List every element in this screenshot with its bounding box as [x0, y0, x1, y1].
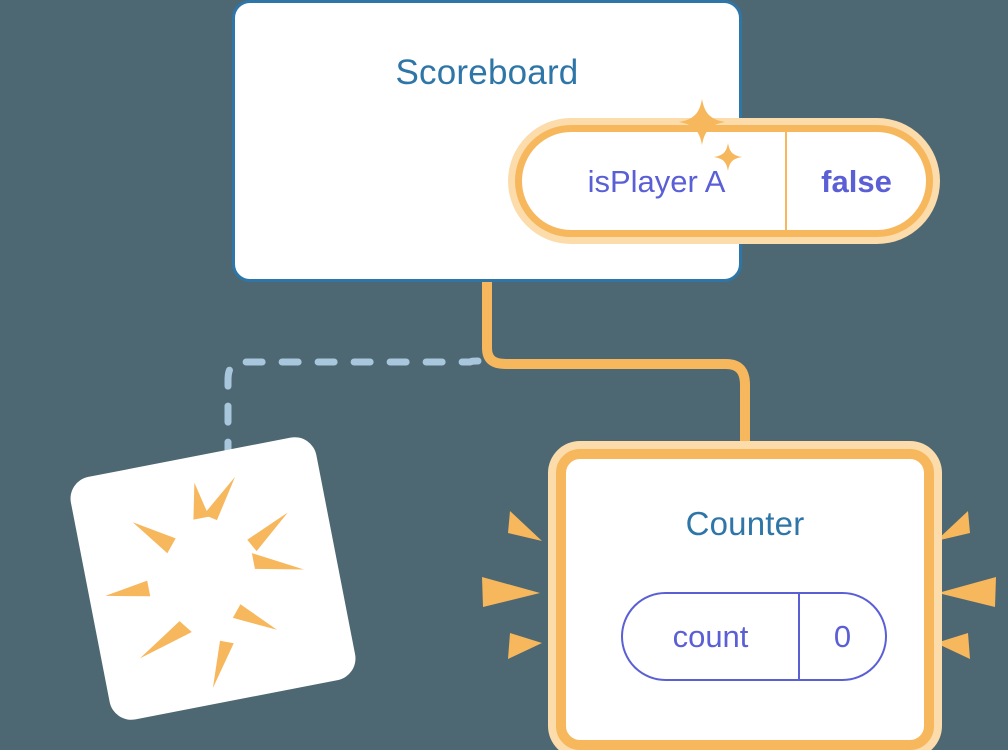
- ray-sw: [139, 621, 192, 659]
- ray-se: [232, 604, 277, 630]
- sparkle-large-icon: [677, 97, 727, 147]
- ray-nw: [132, 522, 176, 554]
- scoreboard-prop-value: false: [785, 132, 926, 230]
- ray-s: [212, 640, 234, 689]
- ray-ne: [247, 512, 288, 552]
- card-scoreboard[interactable]: Scoreboard isPlayer A false: [232, 0, 933, 282]
- ray-counter-right-bottom: [936, 633, 970, 659]
- ray-counter-right-mid: [938, 577, 996, 607]
- sparkle-small-icon: [713, 142, 743, 172]
- ray-w: [105, 580, 151, 597]
- ray-n: [193, 482, 210, 520]
- card-counter-title: Counter: [685, 505, 805, 542]
- burst-rays-counter: [470, 495, 1008, 695]
- counter-prop-key: count: [672, 619, 749, 654]
- counter-prop-pill[interactable]: count 0: [621, 592, 887, 681]
- ray-counter-left-top: [508, 511, 542, 541]
- ray-counter-left-mid: [482, 577, 540, 607]
- scoreboard-prop-key: isPlayer A: [587, 163, 726, 199]
- ray-e: [251, 553, 304, 570]
- scoreboard-prop-pill[interactable]: isPlayer A false: [515, 125, 933, 237]
- card-scoreboard-title: Scoreboard: [395, 53, 579, 92]
- connector-scoreboard-to-counter: [482, 276, 750, 475]
- card-counter[interactable]: Counter count 0: [556, 449, 934, 750]
- card-blank-tilted[interactable]: [66, 433, 360, 724]
- ray-counter-left-bottom: [508, 633, 542, 659]
- ray-counter-right-top: [936, 511, 970, 541]
- burst-rays-tilted-card: [67, 433, 360, 723]
- counter-prop-value: 0: [798, 594, 885, 679]
